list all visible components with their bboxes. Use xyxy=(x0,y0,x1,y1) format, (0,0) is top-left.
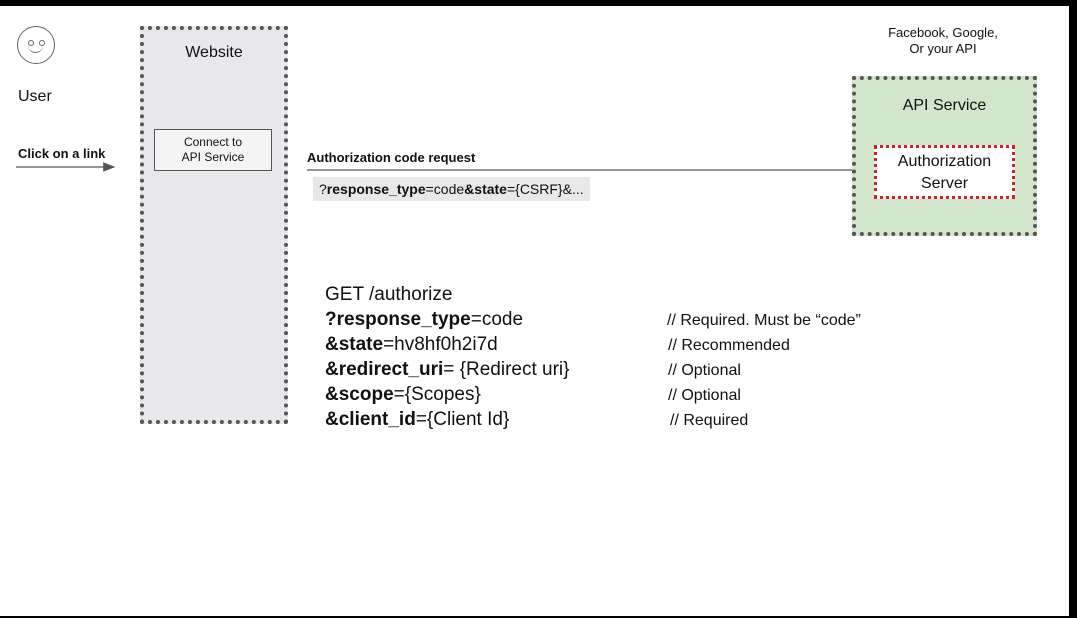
provider-label-line-2: Or your API xyxy=(909,41,977,56)
query-prefix: ? xyxy=(319,181,327,197)
provider-label-line-1: Facebook, Google, xyxy=(888,25,998,40)
param-client-id: &client_id={Client Id} xyxy=(325,407,509,432)
authz-line-2: Server xyxy=(920,175,969,192)
api-service-title: API Service xyxy=(902,97,987,114)
param-response-type: ?response_type=code xyxy=(325,307,523,332)
query-key-state: &state xyxy=(464,181,507,197)
user-label: User xyxy=(18,88,52,105)
diagram-slide: User Click on a link Website Connect to … xyxy=(0,6,1069,616)
auth-request-label: Authorization code request xyxy=(307,150,476,165)
param-comment: // Optional xyxy=(668,362,741,379)
flow-arrows xyxy=(16,162,873,175)
provider-label: Facebook, Google, Or your API xyxy=(873,25,1013,57)
param-key: ?response_type xyxy=(325,309,471,330)
click-link-label: Click on a link xyxy=(18,146,106,161)
query-string: ?response_type=code&state={CSRF}&... xyxy=(313,177,590,201)
connect-line-1: Connect to xyxy=(183,135,243,149)
query-value-code: =code xyxy=(425,181,465,197)
param-comment: // Optional xyxy=(668,387,741,404)
website-title: Website xyxy=(185,44,243,61)
param-key: &client_id xyxy=(325,409,416,430)
param-value: =code xyxy=(470,309,524,330)
query-key-response-type: response_type xyxy=(326,181,426,197)
param-value: ={Client Id} xyxy=(415,409,510,430)
website-box xyxy=(140,26,288,424)
authorization-server-box: Authorization Server xyxy=(874,145,1015,199)
authz-line-1: Authorization xyxy=(897,153,992,170)
param-key: &state xyxy=(325,334,384,355)
param-value: =hv8hf0h2i7d xyxy=(383,334,498,355)
request-method-line: GET /authorize xyxy=(325,284,453,305)
param-value: ={Scopes} xyxy=(393,384,481,405)
param-value: = {Redirect uri} xyxy=(443,359,570,380)
param-key: &redirect_uri xyxy=(325,359,444,380)
param-key: &scope xyxy=(325,384,394,405)
param-comment: // Required. Must be “code” xyxy=(667,312,861,329)
param-state: &state=hv8hf0h2i7d xyxy=(325,332,498,357)
param-scope: &scope={Scopes} xyxy=(325,382,481,407)
param-redirect-uri: &redirect_uri= {Redirect uri} xyxy=(325,357,570,382)
connect-line-2: API Service xyxy=(181,150,245,164)
user-smiley-icon xyxy=(17,26,55,64)
connect-api-button[interactable]: Connect to API Service xyxy=(154,129,272,171)
param-comment: // Recommended xyxy=(668,337,790,354)
param-comment: // Required xyxy=(670,412,749,429)
query-value-state: ={CSRF}&... xyxy=(506,181,584,197)
